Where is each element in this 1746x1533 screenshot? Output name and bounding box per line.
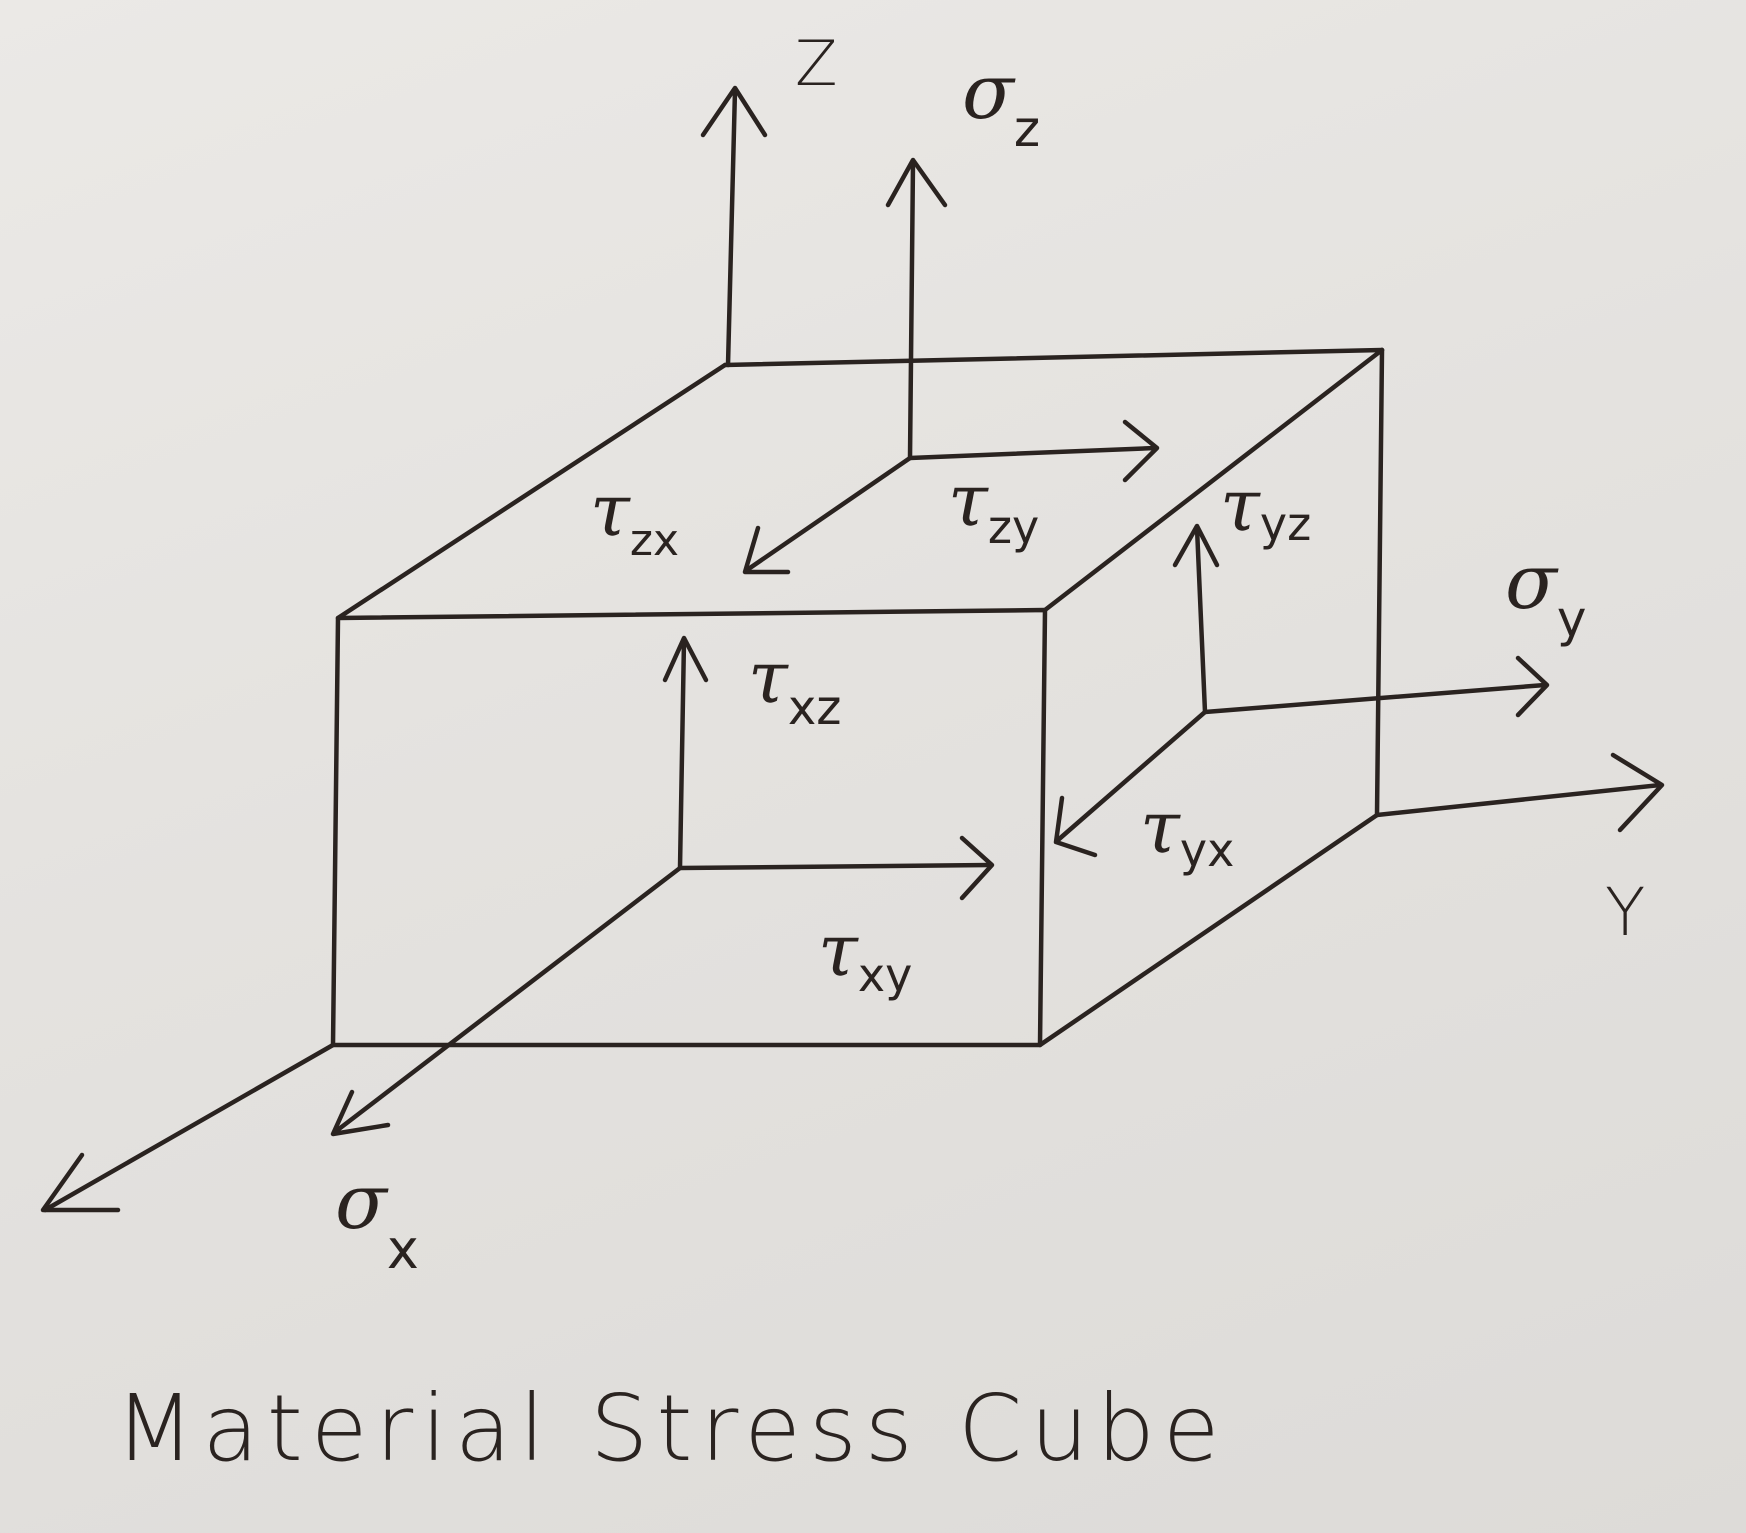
tau-zy-label: τzy [948,458,1039,554]
x-axis-arrowhead [40,1152,121,1213]
tau-yz-arrowhead [1172,523,1220,568]
tau-zy-arrow-line [907,445,1158,461]
tau-xy-symbol: τ [818,908,859,992]
cube-bottom-right-edge [1037,812,1380,1048]
tau-zx-arrow-line [744,455,913,573]
sigma-z-arrowhead [885,157,948,208]
cube-top-back-edge [722,347,1385,368]
cube-back-vertical-edge [1374,347,1385,818]
tau-yx-arrow-line [1055,709,1208,843]
y-axis-label: Y [1605,874,1645,951]
sigma-y-label: σy [1505,537,1586,648]
sigma-x-arrowhead [330,1089,391,1137]
tau-zy-subscript: zy [988,500,1039,554]
tau-yz-arrow-line [1194,525,1208,715]
top-face-stresses [742,157,1160,575]
cube [330,347,1385,1048]
sigma-y-subscript: y [1557,590,1587,648]
sigma-y-symbol: σ [1505,537,1559,626]
tau-xz-symbol: τ [748,635,789,719]
tau-zx-symbol: τ [590,468,631,552]
z-axis-arrowhead [700,85,768,138]
front-face-stresses [330,635,995,1137]
sigma-z-label: σz [962,47,1040,158]
tau-xy-arrow-line [677,862,993,871]
sigma-x-symbol: σ [335,1157,389,1246]
tau-yz-label: τyz [1220,463,1311,551]
cube-top-right-edge [1042,347,1385,613]
tau-zx-arrowhead [742,525,791,575]
tau-zx-subscript: zx [630,515,679,566]
sigma-z-subscript: z [1014,100,1040,158]
tau-yx-label: τyx [1140,785,1234,877]
tau-zx-label: τzx [590,468,679,566]
tau-yz-subscript: yz [1260,497,1311,551]
tau-xy-label: τxy [818,908,912,1002]
sigma-x-label: σx [335,1157,419,1281]
sigma-y-arrowhead [1515,655,1550,718]
sigma-z-arrow-line [907,159,916,461]
x-axis-line [42,1042,336,1213]
axes [40,85,1665,1213]
sigma-x-arrow-line [332,865,683,1135]
sigma-x-subscript: x [387,1218,419,1281]
z-axis-label: Z [795,27,837,100]
tau-yx-subscript: yx [1180,823,1234,877]
tau-zy-arrowhead [1122,419,1160,483]
z-axis-line [725,87,738,368]
sigma-y-arrow-line [1202,682,1548,715]
tau-xz-subscript: xz [788,680,842,736]
tau-xy-subscript: xy [858,948,912,1002]
tau-xz-arrowhead [662,635,709,683]
y-axis-line [1374,782,1663,818]
right-face-stresses [1053,523,1550,858]
tau-xz-label: τxz [748,635,841,736]
tau-xz-arrow-line [677,637,687,871]
tau-yx-arrowhead [1053,795,1098,858]
diagram-title: Material Stress Cube [115,1375,1228,1482]
tau-xy-arrowhead [959,835,995,901]
sigma-z-symbol: σ [962,47,1016,136]
tau-zy-symbol: τ [948,458,989,542]
tau-yz-symbol: τ [1220,463,1261,547]
cube-top-left-edge [335,362,728,621]
tau-yx-symbol: τ [1140,785,1181,869]
cube-front-face [330,607,1048,1048]
y-axis-arrowhead [1610,752,1665,833]
